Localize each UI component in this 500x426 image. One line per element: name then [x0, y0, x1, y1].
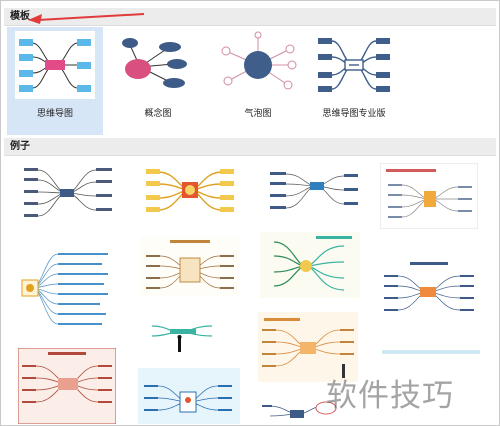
concept-map-thumbnail — [122, 38, 187, 88]
watermark-text: 软件技巧 — [326, 378, 454, 414]
examples-section-header: 例子 — [4, 138, 496, 156]
template-label: 思维导图 — [36, 109, 73, 119]
example-thumbnail-1[interactable] — [18, 162, 116, 224]
example-thumbnail-8[interactable] — [380, 258, 478, 322]
example-thumbnail-2[interactable] — [140, 162, 240, 224]
template-label: 概念图 — [144, 109, 172, 119]
example-thumbnail-7[interactable] — [260, 232, 360, 298]
red-arrow-annotation — [28, 13, 145, 24]
template-mind-map[interactable]: 思维导图 — [7, 27, 103, 135]
template-mind-map-pro[interactable]: 思维导图专业版 — [306, 27, 402, 135]
example-thumbnail-10[interactable] — [258, 312, 358, 382]
mind-map-pro-thumbnail — [318, 38, 390, 92]
template-bubble-map[interactable]: 气泡图 — [210, 27, 306, 135]
template-label: 思维导图专业版 — [322, 109, 386, 119]
example-thumbnail-13[interactable] — [258, 398, 358, 424]
example-thumbnail-9[interactable] — [140, 322, 240, 356]
bubble-map-thumbnail — [221, 31, 297, 90]
mind-map-thumbnail — [15, 31, 95, 99]
example-thumbnail-3[interactable] — [262, 164, 360, 222]
template-label: 气泡图 — [244, 109, 272, 119]
template-concept-map[interactable]: 概念图 — [110, 27, 206, 135]
example-thumbnail-14[interactable] — [382, 350, 480, 354]
example-thumbnail-11[interactable] — [18, 348, 116, 424]
example-thumbnail-12[interactable] — [138, 368, 240, 424]
example-thumbnail-6[interactable] — [140, 236, 240, 296]
example-thumbnail-5[interactable] — [18, 248, 116, 328]
example-thumbnail-4[interactable] — [380, 163, 478, 229]
templates-section-header: 模板 — [4, 8, 496, 26]
